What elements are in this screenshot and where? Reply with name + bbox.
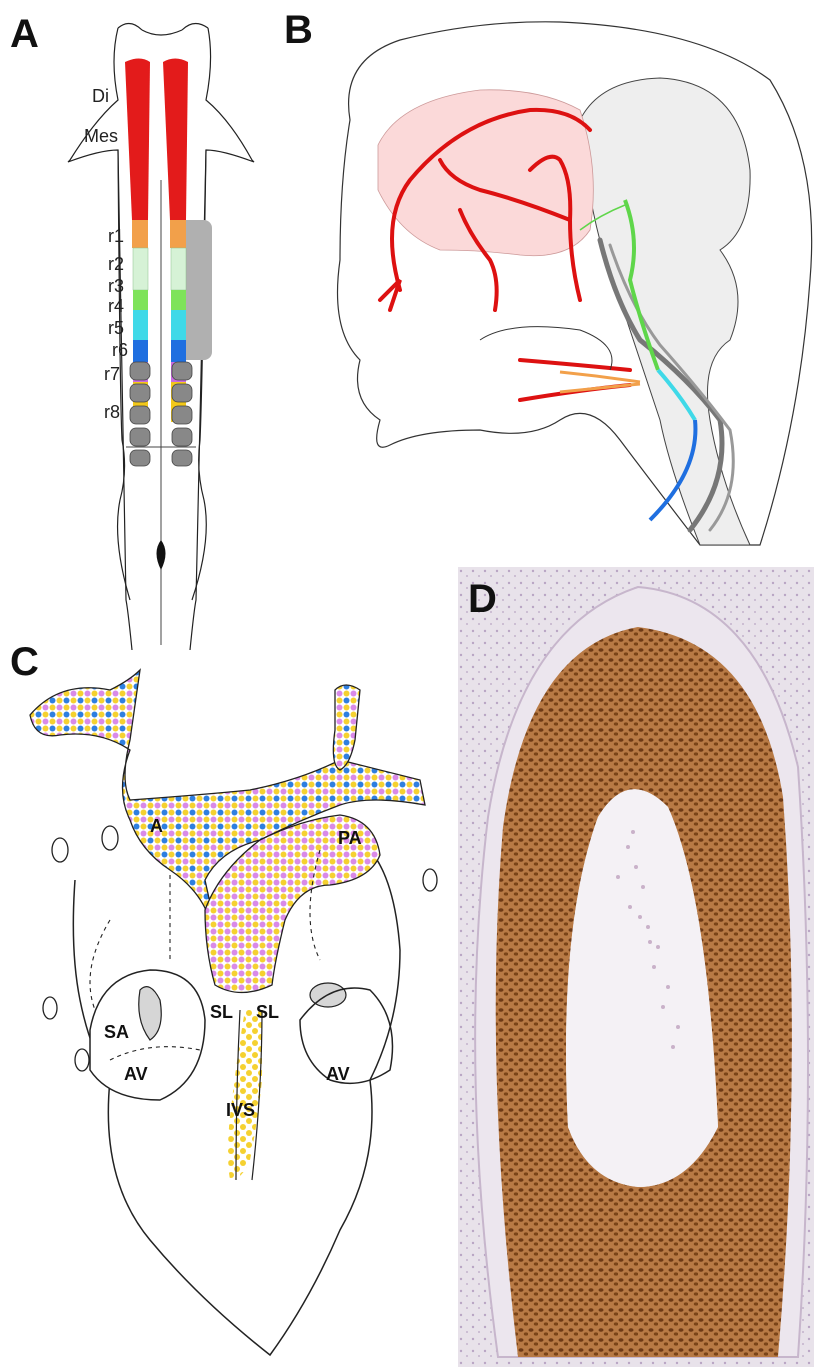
label-a: A — [150, 816, 163, 837]
label-av-left: AV — [124, 1064, 148, 1085]
forebrain-cap — [118, 23, 208, 35]
neural-tube-diagram — [0, 0, 260, 650]
panel-c: C — [0, 620, 450, 1367]
panel-d: D — [458, 567, 814, 1367]
label-r6: r6 — [112, 340, 128, 361]
interventricular-septum — [228, 1010, 262, 1180]
label-r4: r4 — [108, 296, 124, 317]
label-sl-left: SL — [210, 1002, 233, 1023]
label-mes: Mes — [84, 126, 118, 147]
label-sl-right: SL — [256, 1002, 279, 1023]
label-r2: r2 — [108, 254, 124, 275]
label-ivs: IVS — [226, 1100, 255, 1121]
label-r3: r3 — [108, 276, 124, 297]
tissue-section — [458, 567, 814, 1367]
embryo-head-diagram — [280, 0, 814, 560]
label-r5: r5 — [108, 318, 124, 339]
label-sa: SA — [104, 1022, 129, 1043]
aorta-upper-branch — [333, 685, 360, 770]
heart-diagram — [0, 620, 450, 1367]
label-r8: r8 — [104, 402, 120, 423]
label-r7: r7 — [104, 364, 120, 385]
notochord-tip — [157, 540, 166, 570]
label-r1: r1 — [108, 226, 124, 247]
label-av-right: AV — [326, 1064, 350, 1085]
panel-b: B — [280, 0, 814, 560]
label-di: Di — [92, 86, 109, 107]
panel-d-letter: D — [468, 579, 497, 619]
panel-a: A — [0, 0, 260, 650]
label-pa: PA — [338, 828, 362, 849]
